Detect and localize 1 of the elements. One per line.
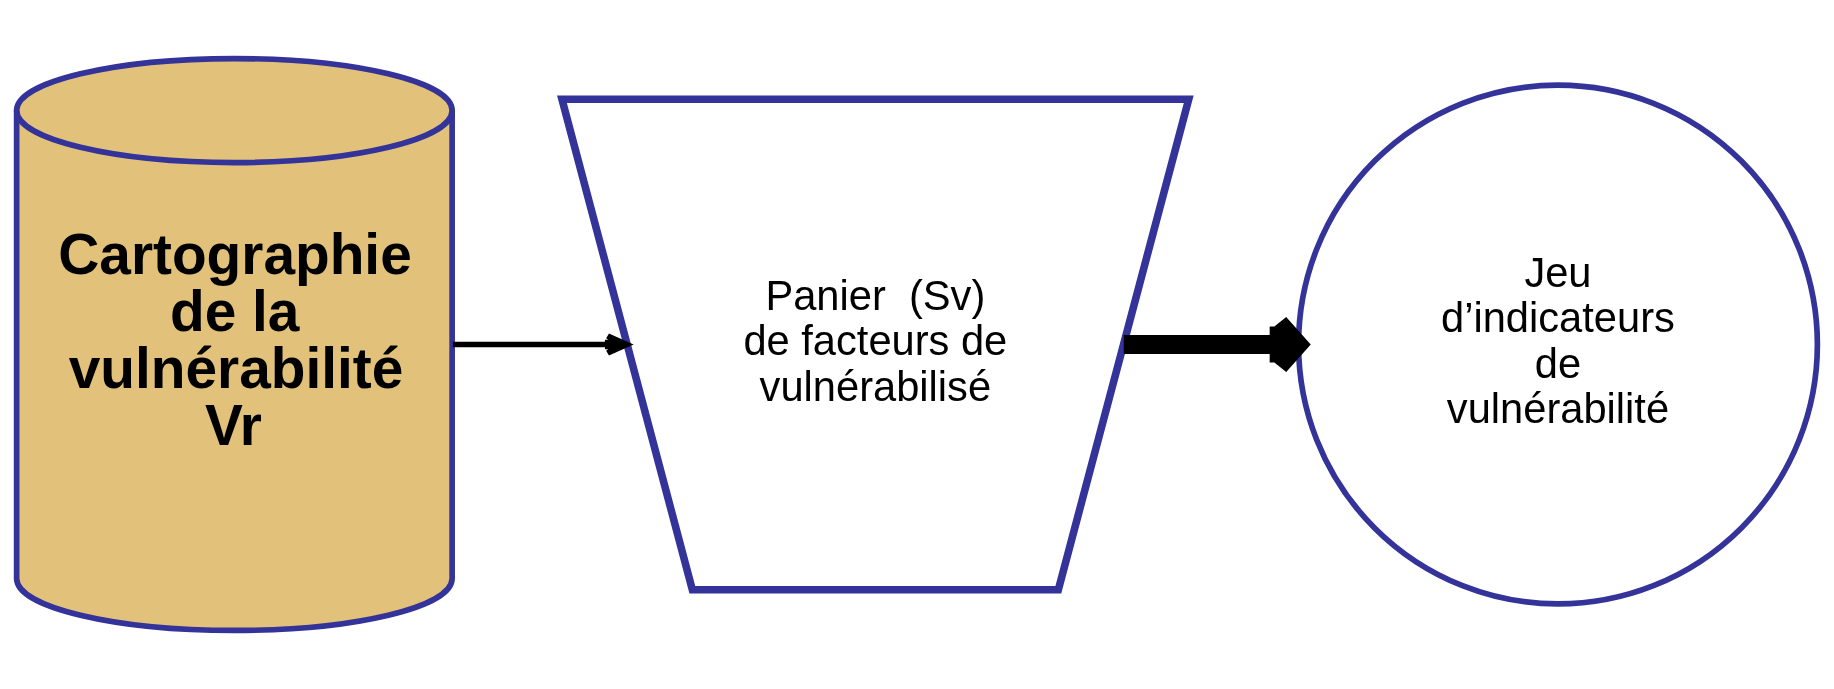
node-circle: Jeu d’indicateurs de vulnérabilité [1295,82,1821,607]
